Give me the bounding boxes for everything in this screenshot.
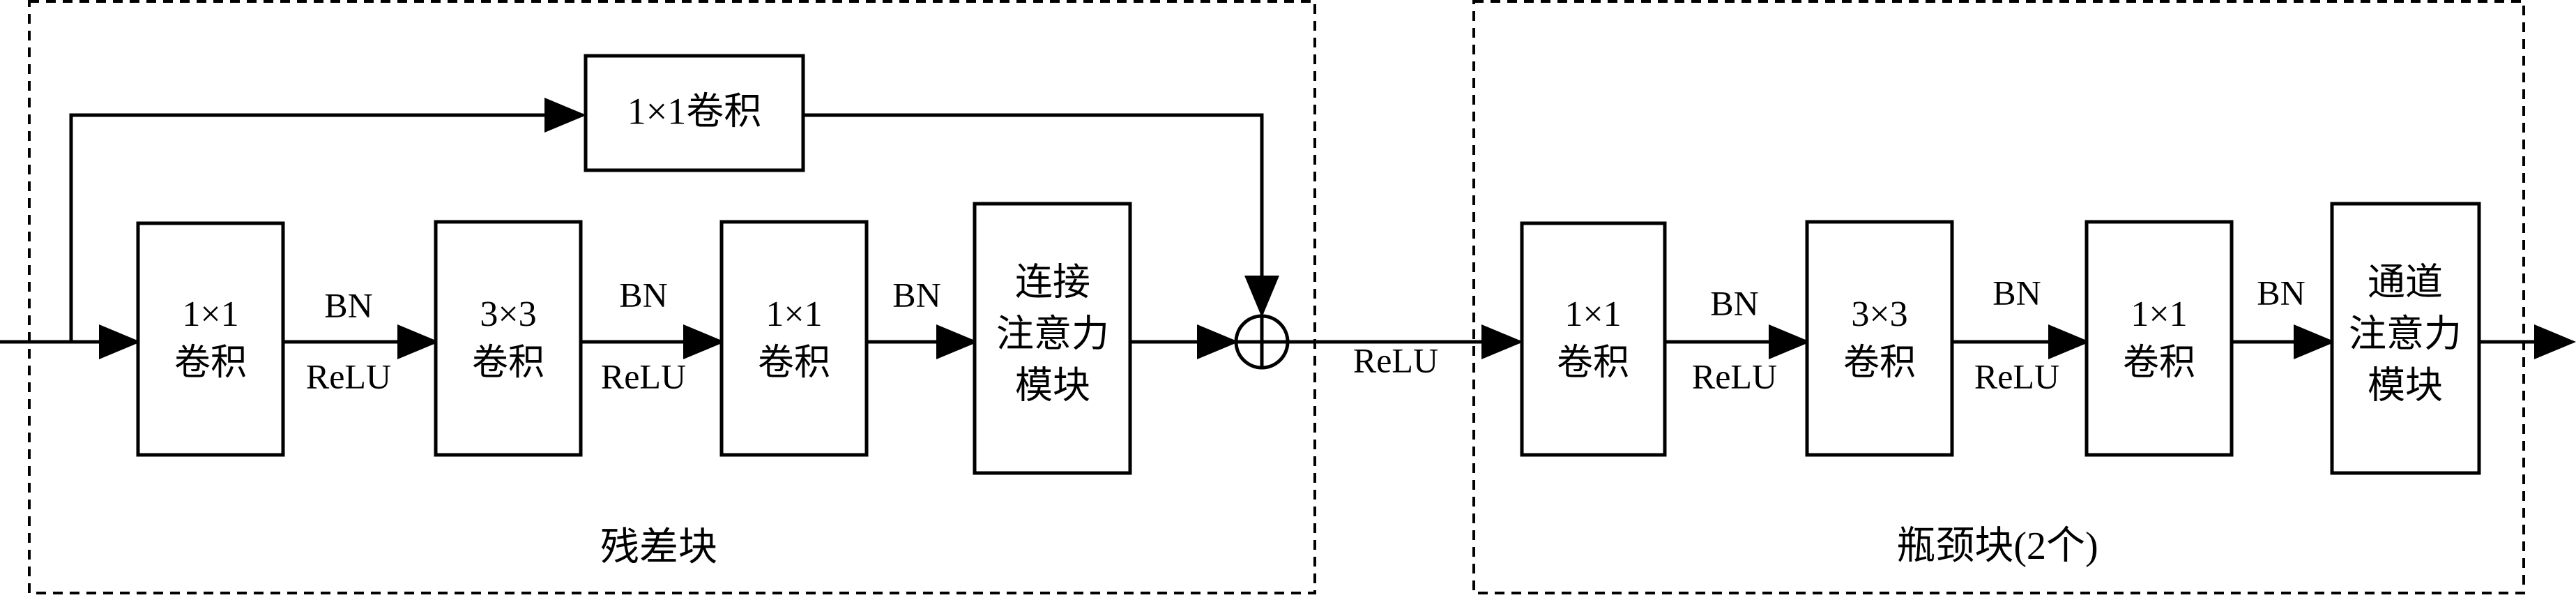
residual-conv2-box bbox=[434, 220, 583, 457]
bottleneck-conv2-line2: 卷积 bbox=[1843, 343, 1916, 383]
bottleneck-conv1-line2: 卷积 bbox=[1557, 343, 1629, 383]
bottleneck-edge1-bottom: ReLU bbox=[1692, 357, 1777, 396]
connection-attention-block: 连接 注意力 模块 bbox=[973, 202, 1132, 475]
bottleneck-conv3-box bbox=[2085, 220, 2234, 457]
channel-attention-box bbox=[2330, 202, 2481, 475]
channel-attention-line2: 注意力 bbox=[2349, 313, 2462, 354]
channel-attention-block: 通道 注意力 模块 bbox=[2330, 202, 2481, 475]
bottleneck-edge3-top: BN bbox=[2257, 273, 2305, 312]
residual-conv2-line2: 卷积 bbox=[472, 343, 544, 383]
bottleneck-conv3-line1: 1×1 bbox=[2131, 294, 2187, 334]
residual-block-frame bbox=[28, 0, 1316, 594]
residual-edge3-top: BN bbox=[892, 275, 940, 314]
connection-attention-line3: 模块 bbox=[1015, 364, 1090, 406]
shortcut-conv-label: 1×1卷积 bbox=[627, 90, 761, 132]
residual-edge1-bottom: ReLU bbox=[306, 357, 391, 396]
bottleneck-conv1-box bbox=[1520, 221, 1667, 457]
channel-attention-line3: 模块 bbox=[2368, 364, 2443, 406]
channel-attention-line1: 通道 bbox=[2368, 261, 2443, 303]
residual-connectors bbox=[0, 98, 1523, 359]
residual-conv3-line2: 卷积 bbox=[758, 343, 830, 383]
residual-conv3-line1: 1×1 bbox=[765, 294, 822, 334]
bottleneck-conv2-line1: 3×3 bbox=[1851, 294, 1907, 334]
residual-conv2-line1: 3×3 bbox=[480, 294, 536, 334]
connection-attention-line1: 连接 bbox=[1015, 261, 1090, 303]
bottleneck-conv1-block: 1×1 卷积 bbox=[1520, 221, 1667, 457]
sum-node bbox=[1234, 314, 1290, 370]
bottleneck-conv1-line1: 1×1 bbox=[1564, 294, 1621, 334]
shortcut-path-out bbox=[803, 113, 1279, 317]
between-relu-label: ReLU bbox=[1353, 340, 1438, 380]
shortcut-conv-block: 1×1卷积 bbox=[584, 54, 805, 172]
residual-conv3-box bbox=[719, 220, 869, 457]
residual-edge1-top: BN bbox=[324, 285, 372, 324]
residual-conv1-block: 1×1 卷积 bbox=[136, 221, 285, 457]
residual-edge2-top: BN bbox=[619, 275, 667, 314]
shortcut-conv-box bbox=[584, 54, 805, 172]
residual-conv1-box bbox=[136, 221, 285, 457]
residual-edge2-bottom: ReLU bbox=[601, 357, 686, 396]
residual-conv3-block: 1×1 卷积 bbox=[719, 220, 869, 457]
bottleneck-edge2-bottom: ReLU bbox=[1974, 357, 2059, 396]
shortcut-path-in bbox=[69, 98, 586, 342]
connection-attention-line2: 注意力 bbox=[996, 313, 1109, 354]
residual-conv2-block: 3×3 卷积 bbox=[434, 220, 583, 457]
bottleneck-block-frame bbox=[1472, 0, 2525, 594]
bottleneck-conv2-block: 3×3 卷积 bbox=[1805, 220, 1954, 457]
bottleneck-conv3-block: 1×1 卷积 bbox=[2085, 220, 2234, 457]
residual-conv1-line2: 卷积 bbox=[174, 343, 247, 383]
bottleneck-edge1-top: BN bbox=[1710, 283, 1758, 322]
bottleneck-conv2-box bbox=[1805, 220, 1954, 457]
connection-attention-box bbox=[973, 202, 1132, 475]
bottleneck-conv3-line2: 卷积 bbox=[2123, 343, 2195, 383]
residual-block-caption: 残差块 bbox=[600, 526, 717, 569]
residual-conv1-line1: 1×1 bbox=[182, 294, 238, 334]
bottleneck-edge2-top: BN bbox=[1992, 273, 2041, 312]
bottleneck-block-caption: 瓶颈块(2个) bbox=[1896, 525, 2098, 568]
